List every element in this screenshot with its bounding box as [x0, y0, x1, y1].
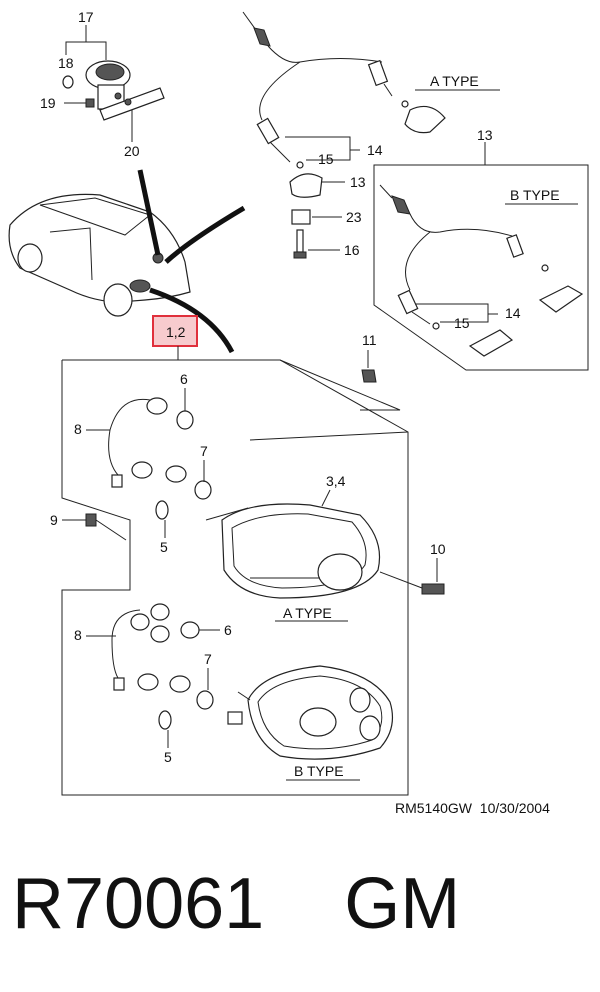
callout-1-2: 1,2	[166, 324, 186, 340]
callout-6-a: 6	[180, 371, 188, 387]
callout-6-b: 6	[224, 622, 232, 638]
callout-9: 9	[50, 512, 58, 528]
part-number: R70061 GM	[12, 864, 461, 944]
callout-5-b: 5	[164, 749, 172, 765]
callout-15-a: 15	[318, 151, 334, 167]
car-rear-view	[8, 169, 246, 354]
b-type-label-lamp: B TYPE	[294, 763, 344, 779]
callout-23: 23	[346, 209, 362, 225]
callout-15-b: 15	[454, 315, 470, 331]
callout-14-b: 14	[505, 305, 521, 321]
callout-18: 18	[58, 55, 74, 71]
tail-lamp-b-type: B TYPE	[227, 665, 393, 781]
callout-8-a: 8	[74, 421, 82, 437]
callout-11: 11	[362, 332, 377, 348]
bulb-harness-b: 8 6 7 5	[74, 603, 232, 765]
license-lamp-b-type: 13 B TYPE 14 15	[373, 127, 589, 371]
callout-7-b: 7	[204, 651, 212, 667]
callout-13-b: 13	[477, 127, 493, 143]
callout-17: 17	[78, 9, 94, 25]
drawing-code: RM5140GW 10/30/2004	[395, 800, 550, 816]
callout-19: 19	[40, 95, 56, 111]
callout-13-a: 13	[350, 174, 366, 190]
callout-14-a: 14	[367, 142, 383, 158]
b-type-label-top: B TYPE	[510, 187, 560, 203]
license-lamp-assembly: 17 18 19 20	[40, 9, 165, 159]
callout-3-4: 3,4	[326, 473, 346, 489]
bulb-harness-a: 6 8 7 5	[74, 371, 212, 555]
exploded-parts-diagram: 17 18 19 20 14 15 13	[8, 9, 589, 796]
tail-lamp-a-type: 3,4 A TYPE	[205, 431, 409, 622]
a-type-label-top: A TYPE	[430, 73, 479, 89]
callout-16: 16	[344, 242, 360, 258]
license-lamp-a-type: 14 15 13 23 16 A TYPE	[242, 11, 500, 259]
callout-20: 20	[124, 143, 140, 159]
a-type-label-lamp: A TYPE	[283, 605, 332, 621]
callout-5-a: 5	[160, 539, 168, 555]
callout-7-a: 7	[200, 443, 208, 459]
highlight-box	[152, 315, 198, 347]
callout-10: 10	[430, 541, 446, 557]
tail-lamp-group-outline	[61, 359, 409, 796]
callout-8-b: 8	[74, 627, 82, 643]
